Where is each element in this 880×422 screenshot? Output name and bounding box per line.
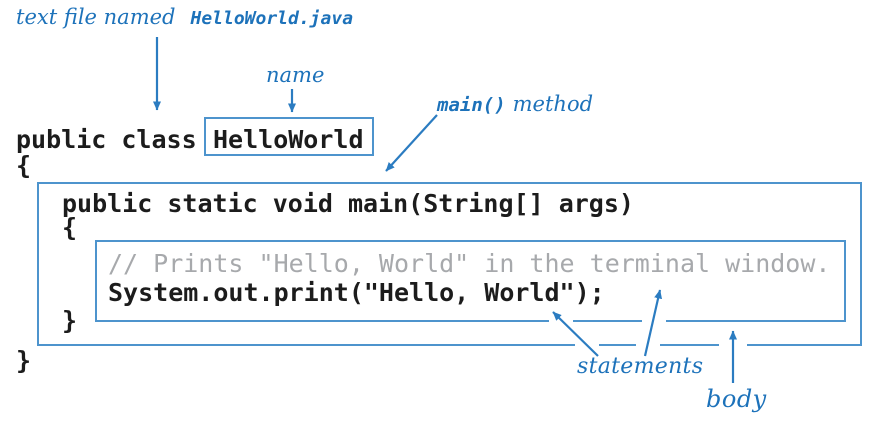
code-main-open-brace: { xyxy=(62,213,78,242)
code-class-name: HelloWorld xyxy=(213,125,364,154)
file-label-text: text file named xyxy=(16,5,176,29)
code-statement: System.out.print("Hello, World"); xyxy=(108,278,605,307)
class-name-box xyxy=(204,117,374,156)
code-class-close-brace: } xyxy=(16,346,32,375)
code-main-close-brace: } xyxy=(62,306,78,335)
main-label-code: main() xyxy=(437,94,506,116)
main-method-arrow xyxy=(385,114,438,172)
file-label-filename: HelloWorld.java xyxy=(190,8,354,29)
statements-box xyxy=(95,240,846,322)
class-body-box xyxy=(37,182,862,346)
code-comment: // Prints "Hello, World" in the terminal… xyxy=(108,249,831,278)
statements-label: statements xyxy=(577,354,704,379)
code-main-signature: public static void main(String[] args) xyxy=(62,189,634,218)
name-label: name xyxy=(266,63,325,87)
body-label: body xyxy=(706,385,767,413)
main-label-text: method xyxy=(512,92,594,116)
code-class-open-brace: { xyxy=(16,151,32,180)
code-class-keywords: public class xyxy=(16,125,197,154)
main-method-label: main() method xyxy=(437,92,593,116)
file-label: text file named HelloWorld.java xyxy=(16,5,353,29)
